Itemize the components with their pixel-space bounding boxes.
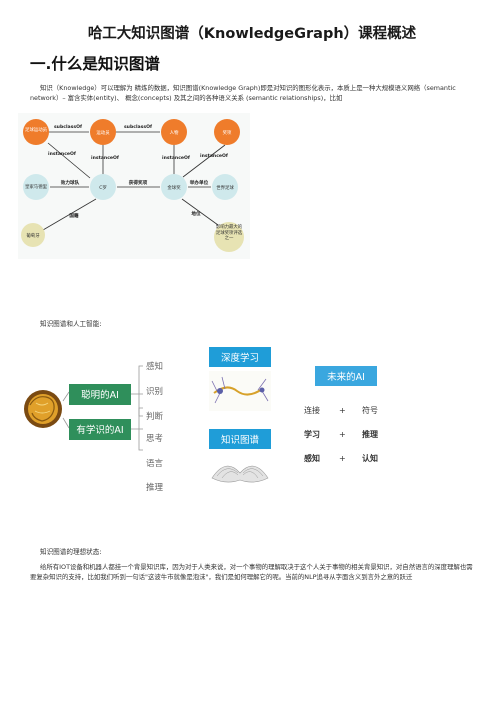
equation-op: +: [339, 406, 346, 415]
edge-line: [181, 198, 219, 226]
future-ai-label: 未来的AI: [327, 371, 365, 383]
graph-node: [23, 174, 49, 200]
judgment-label: 判断: [146, 411, 164, 422]
graph-node: [212, 174, 238, 200]
knowledge-graph-box: [209, 429, 271, 449]
graph-node: [90, 174, 116, 200]
equation-right: 推理: [362, 429, 378, 439]
graph-node: [21, 223, 45, 247]
graph-node: [23, 119, 49, 145]
intro-paragraph: 知识（Knowledge）可以理解为 精炼的数据，知识图谱(Knowledge …: [30, 84, 456, 102]
caption-ai: 知识图谱和人工智能:: [40, 320, 102, 328]
edge-label: 国籍: [69, 212, 79, 219]
graph-node: [214, 222, 244, 252]
edge-label: instanceOf: [200, 153, 229, 159]
edge-label: subclassOf: [54, 124, 83, 130]
edge-label: instanceOf: [162, 155, 191, 161]
connector-line: [62, 391, 70, 402]
recognition-label: 识别: [146, 387, 163, 397]
graph-node: [161, 174, 187, 200]
ai-figure-background: [22, 333, 395, 501]
perception-label: 感知: [146, 361, 163, 372]
learned-ai-label: 有学识的AI: [76, 424, 123, 436]
bracket: [131, 407, 143, 451]
node-label: 影响力最大的足球奖项评选之一: [215, 225, 243, 242]
graph-node: [161, 119, 187, 145]
ai-figure: 聪明的AI 有学识的AI 感知 识别 判断 思考 语言 推理 深度学习 知识图谱…: [22, 333, 395, 501]
neuron-icon: [209, 371, 271, 411]
smart-ai-label: 聪明的AI: [81, 389, 119, 401]
node-label: 金球奖: [167, 184, 181, 191]
edge-line: [47, 142, 91, 179]
brain-head-icon: [24, 390, 62, 428]
future-ai-box: [315, 366, 377, 386]
node-label: 世界足球: [216, 184, 234, 191]
connector-line: [62, 417, 70, 429]
equation-op: +: [339, 430, 346, 439]
node-label: 人物: [170, 129, 179, 136]
edge-label: 获得奖项: [129, 179, 148, 186]
caption-ideal: 知识图谱的理想状态:: [40, 548, 102, 556]
edge-label: 地位: [191, 210, 201, 217]
deep-learning-label: 深度学习: [221, 352, 259, 364]
book-icon: [211, 465, 269, 483]
node-label: 皇家马德里: [25, 183, 48, 190]
thinking-label: 思考: [146, 434, 163, 444]
figure-background: [18, 113, 250, 259]
node-label: 运动员: [96, 129, 110, 136]
edge-line: [182, 144, 226, 178]
graph-node: [90, 119, 116, 145]
ideal-paragraph: 给所有IOT设备和机器人都挂一个背景知识库，因为对于人类来说，对一个事物的理解取…: [30, 563, 473, 581]
reasoning-label: 推理: [146, 482, 164, 493]
edge-line: [42, 198, 97, 231]
node-label: 足球运动员: [25, 126, 48, 133]
document-title: 哈工大知识图谱（KnowledgeGraph）课程概述: [87, 26, 417, 42]
equation-left: 感知: [304, 453, 320, 463]
node-label-wrap: 影响力最大的足球奖项评选之一: [215, 225, 243, 242]
edge-label: instanceOf: [48, 151, 77, 157]
deep-learning-box: [209, 347, 271, 367]
graph-node: [214, 119, 240, 145]
equation-right: 符号: [362, 405, 378, 415]
edge-label: instanceOf: [91, 155, 120, 161]
equation-right: 认知: [362, 453, 378, 463]
language-label: 语言: [146, 458, 164, 469]
learned-ai-box: [69, 419, 131, 440]
knowledge-graph-label: 知识图谱: [221, 434, 260, 446]
node-label: C罗: [99, 185, 106, 191]
smart-ai-box: [69, 384, 131, 405]
knowledge-graph-figure: subclassOf subclassOf instanceOf instanc…: [18, 113, 250, 259]
equation-left: 学习: [304, 429, 320, 439]
equation-op: +: [339, 454, 346, 463]
edge-label: subclassOf: [124, 124, 153, 130]
section-heading: 一.什么是知识图谱: [30, 55, 160, 73]
node-label: 葡萄牙: [26, 232, 40, 239]
equation-left: 连接: [304, 405, 320, 415]
edge-label: 举办单位: [189, 179, 209, 186]
node-label: 奖项: [223, 129, 232, 136]
edge-label: 效力球队: [61, 179, 80, 186]
